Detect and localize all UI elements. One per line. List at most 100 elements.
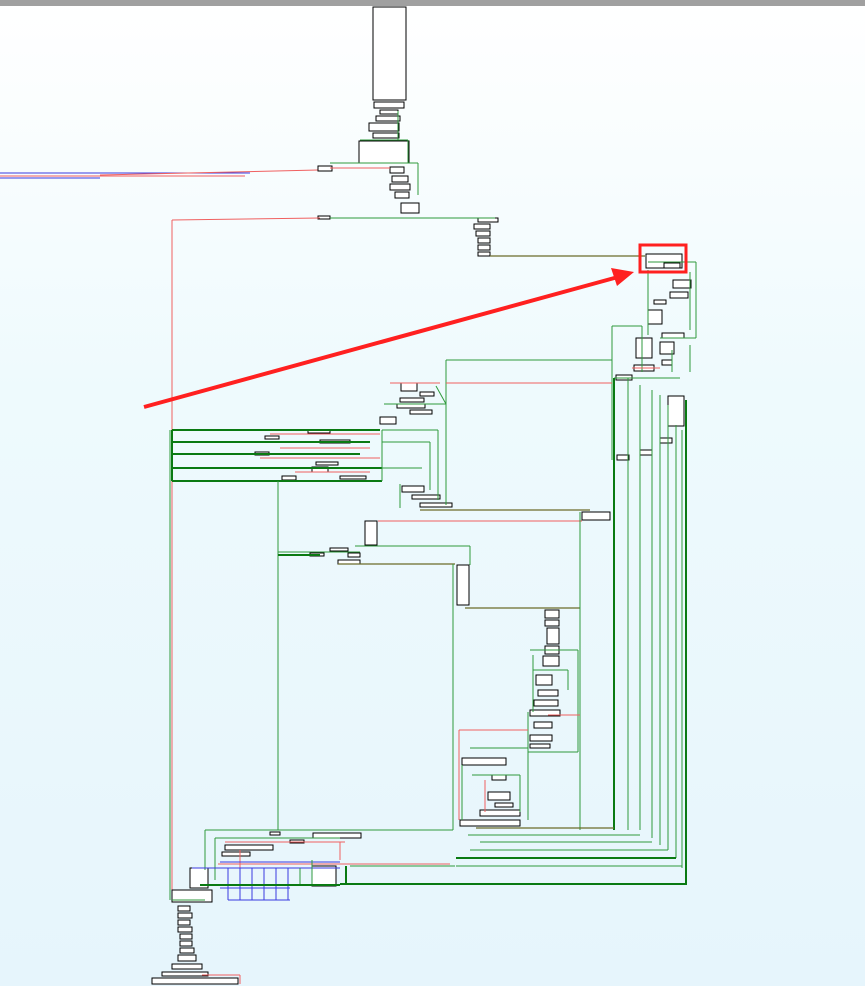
graph-node[interactable]: [315, 461, 339, 466]
graph-node[interactable]: [368, 122, 400, 132]
exit-region: [151, 905, 241, 985]
graph-node[interactable]: [177, 926, 193, 933]
graph-node[interactable]: [373, 101, 405, 109]
graph-node[interactable]: [529, 734, 553, 742]
graph-node[interactable]: [616, 454, 630, 461]
graph-node[interactable]: [358, 140, 410, 164]
graph-node[interactable]: [669, 291, 689, 299]
lower-right-cluster: [340, 729, 686, 885]
graph-node[interactable]: [477, 244, 491, 251]
graph-node[interactable]: [177, 912, 193, 919]
graph-node[interactable]: [177, 919, 191, 926]
graph-node[interactable]: [419, 391, 435, 397]
graph-node[interactable]: [379, 109, 399, 115]
graph-node[interactable]: [409, 409, 433, 415]
graph-node[interactable]: [411, 494, 441, 500]
graph-node[interactable]: [529, 743, 551, 749]
graph-node[interactable]: [375, 115, 401, 122]
graph-node[interactable]: [533, 699, 559, 707]
graph-node[interactable]: [659, 437, 673, 444]
highlight-box: [638, 243, 688, 274]
entry-region: [317, 6, 645, 257]
graph-node[interactable]: [177, 905, 191, 912]
graph-node[interactable]: [459, 819, 521, 827]
graph-node[interactable]: [544, 609, 560, 619]
graph-node[interactable]: [379, 416, 397, 425]
graph-node[interactable]: [399, 397, 425, 403]
graph-node[interactable]: [475, 230, 491, 237]
graph-node[interactable]: [396, 403, 426, 409]
graph-node[interactable]: [372, 132, 400, 139]
center-cluster: [278, 511, 611, 830]
graph-node[interactable]: [639, 449, 653, 456]
graph-node[interactable]: [477, 217, 499, 223]
graph-node[interactable]: [659, 341, 675, 355]
graph-node[interactable]: [389, 166, 405, 174]
graph-node[interactable]: [653, 299, 667, 305]
graph-node[interactable]: [461, 757, 507, 766]
graph-node[interactable]: [661, 359, 673, 366]
graph-node[interactable]: [494, 802, 514, 808]
graph-node[interactable]: [535, 674, 553, 686]
graph-node[interactable]: [394, 191, 410, 199]
graph-node[interactable]: [179, 933, 193, 940]
left-cluster: [171, 359, 612, 830]
graph-node[interactable]: [672, 279, 692, 289]
graph-node[interactable]: [400, 382, 418, 392]
graph-node[interactable]: [533, 721, 553, 729]
graph-node[interactable]: [542, 655, 560, 667]
graph-node[interactable]: [661, 332, 685, 339]
graph-node[interactable]: [339, 475, 367, 480]
graph-node[interactable]: [401, 485, 425, 493]
graph-node[interactable]: [317, 215, 331, 220]
annotation-arrow: [143, 268, 634, 409]
graph-node[interactable]: [329, 547, 349, 552]
graph-node[interactable]: [389, 183, 411, 191]
graph-node[interactable]: [635, 337, 653, 359]
graph-node[interactable]: [537, 689, 559, 697]
graph-node[interactable]: [400, 202, 420, 214]
graph-node[interactable]: [663, 262, 681, 269]
graph-node[interactable]: [477, 237, 491, 244]
graph-node[interactable]: [312, 832, 362, 839]
graph-node[interactable]: [161, 971, 209, 977]
graph-node[interactable]: [281, 475, 297, 481]
arrow-shaft: [143, 275, 619, 409]
graph-node[interactable]: [479, 809, 521, 817]
graph-node[interactable]: [264, 435, 280, 440]
graph-node[interactable]: [269, 831, 281, 836]
graph-node[interactable]: [347, 552, 361, 558]
incoming-edge-red: [99, 169, 319, 176]
graph-node[interactable]: [529, 709, 561, 717]
graph-node[interactable]: [171, 963, 203, 970]
graph-node[interactable]: [473, 223, 491, 230]
graph-node[interactable]: [179, 940, 193, 947]
incoming-edge-group: [0, 169, 319, 179]
bottom-cluster: [171, 829, 455, 903]
graph-node[interactable]: [171, 889, 213, 903]
graph-node[interactable]: [491, 774, 507, 781]
graph-node[interactable]: [546, 627, 560, 645]
graph-node[interactable]: [391, 175, 409, 183]
graph-node[interactable]: [487, 791, 511, 801]
entry-block[interactable]: [372, 6, 407, 101]
graph-node[interactable]: [456, 564, 470, 606]
horizontal-scrollbar[interactable]: [0, 0, 865, 6]
graph-node[interactable]: [177, 954, 197, 962]
right-center-cluster: [527, 609, 580, 820]
graph-node[interactable]: [581, 511, 611, 521]
graph-node[interactable]: [317, 165, 333, 172]
graph-node[interactable]: [224, 844, 274, 851]
exit-block[interactable]: [151, 977, 239, 985]
graph-node[interactable]: [364, 520, 378, 546]
graph-node[interactable]: [544, 619, 560, 627]
graph-node[interactable]: [419, 502, 453, 508]
graph-node[interactable]: [311, 865, 337, 887]
graph-node[interactable]: [179, 947, 195, 954]
graph-node[interactable]: [647, 309, 663, 325]
graph-node[interactable]: [477, 251, 491, 257]
graph-node[interactable]: [221, 851, 251, 857]
graph-node[interactable]: [667, 395, 685, 427]
